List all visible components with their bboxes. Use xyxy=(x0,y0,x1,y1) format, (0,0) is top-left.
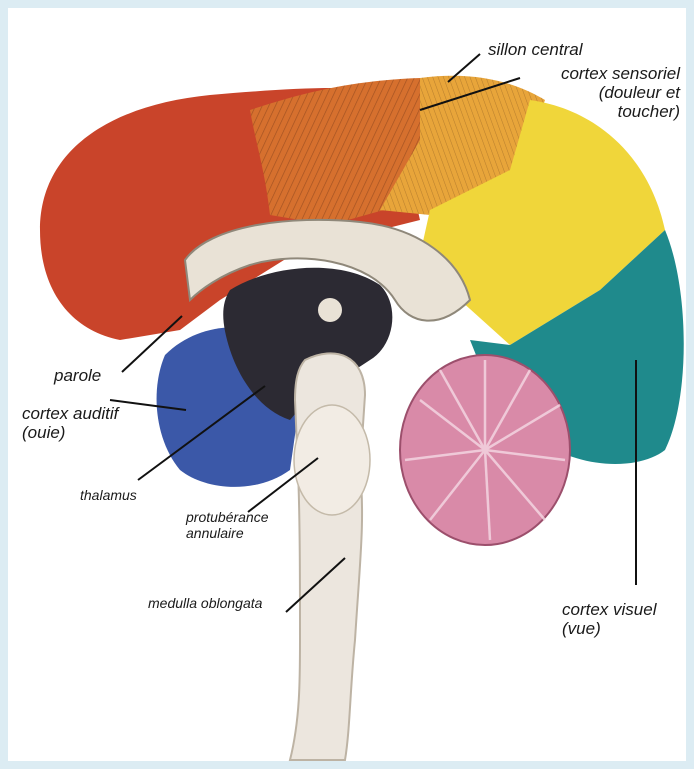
label-protuberance-line1: protubérance xyxy=(186,510,269,526)
thalamus-structure xyxy=(318,298,342,322)
label-cortex-sensoriel-line1: cortex sensoriel xyxy=(500,64,680,83)
label-protuberance-line2: annulaire xyxy=(186,526,269,542)
label-parole: parole xyxy=(54,366,101,385)
label-cortex-auditif-line1: cortex auditif xyxy=(22,404,118,423)
label-cortex-sensoriel-line2: (douleur et xyxy=(500,83,680,102)
pons xyxy=(294,405,370,515)
label-cortex-auditif: cortex auditif (ouie) xyxy=(22,404,118,442)
label-medulla: medulla oblongata xyxy=(148,596,262,612)
label-cortex-sensoriel-line3: toucher) xyxy=(500,102,680,121)
label-cortex-visuel: cortex visuel (vue) xyxy=(562,600,656,638)
label-cortex-visuel-line2: (vue) xyxy=(562,619,656,638)
label-cortex-visuel-line1: cortex visuel xyxy=(562,600,656,619)
label-protuberance: protubérance annulaire xyxy=(186,510,269,541)
label-cortex-auditif-line2: (ouie) xyxy=(22,423,118,442)
label-cortex-sensoriel: cortex sensoriel (douleur et toucher) xyxy=(500,64,680,121)
label-sillon-central: sillon central xyxy=(488,40,583,59)
label-thalamus: thalamus xyxy=(80,488,137,504)
